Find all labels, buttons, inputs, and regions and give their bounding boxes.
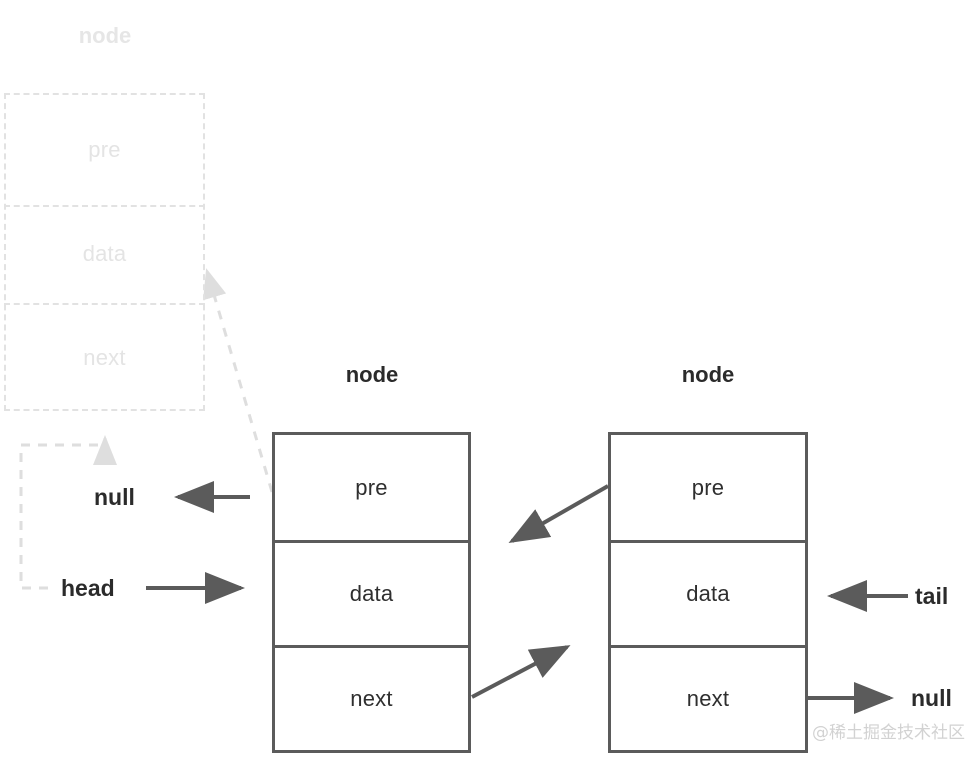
ghost-pre-connector (203, 268, 274, 493)
head-next-connector (471, 645, 571, 699)
head-node-cell-pre: pre (275, 435, 468, 540)
ghost-node-cell-data: data (6, 205, 203, 303)
tail-node-cell-next: next (611, 648, 805, 750)
head-node-cell-pre-label: pre (355, 474, 388, 500)
ghost-node-caption: node (78, 23, 132, 48)
head-pointer-label: head (61, 575, 115, 601)
ghost-head-connector (19, 435, 117, 590)
tail-null-label: null (911, 685, 952, 711)
tail-node-box: pre data next (608, 432, 808, 753)
tail-node-cell-pre-label: pre (691, 474, 725, 500)
head-node-cell-next: next (275, 648, 468, 750)
tail-pointer-label: tail (915, 583, 949, 609)
tail-node-cell-data-label: data (686, 581, 730, 606)
tail-node-cell-next-label: next (686, 686, 730, 711)
tail-node-cell-pre: pre (611, 435, 805, 540)
ghost-node-cell-next-label: next (83, 345, 126, 370)
ghost-node-cell-pre-label: pre (88, 137, 121, 162)
watermark: @稀土掘金技术社区 (812, 723, 965, 743)
head-node-caption: node (345, 362, 399, 387)
head-node-divider-2 (272, 645, 471, 648)
ghost-node-cell-data-label: data (82, 241, 127, 266)
ghost-node-divider-2 (4, 303, 205, 305)
head-node-box: pre data next (272, 432, 471, 753)
ghost-node-box: pre data next (4, 93, 205, 411)
ghost-node-divider-1 (4, 205, 205, 207)
tail-node-divider-1 (608, 540, 808, 543)
tail-node-divider-2 (608, 645, 808, 648)
tail-node-cell-data: data (611, 543, 805, 645)
ghost-node-cell-pre: pre (6, 95, 203, 205)
tail-pre-connector (508, 484, 609, 543)
head-node-divider-1 (272, 540, 471, 543)
head-node-cell-data: data (275, 543, 468, 645)
head-null-label: null (94, 484, 135, 510)
head-node-cell-data-label: data (349, 581, 394, 606)
head-node-cell-next-label: next (350, 686, 393, 711)
tail-node-caption: node (681, 362, 735, 387)
ghost-node-cell-next: next (6, 303, 203, 413)
